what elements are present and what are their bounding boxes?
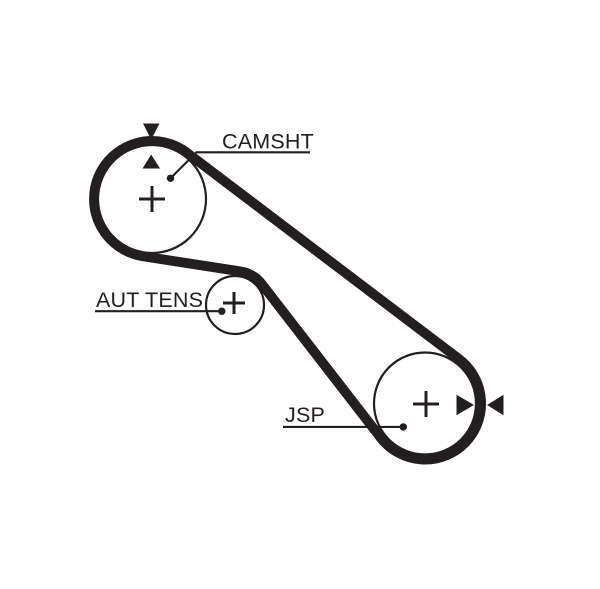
camshaft-label: CAMSHT — [222, 130, 314, 154]
jsp-center-cross-icon — [413, 391, 439, 417]
tensioner-pulley-circle — [204, 274, 266, 336]
jsp-timing-mark-triangle-left-icon — [487, 394, 504, 416]
camshaft-leader-dot — [166, 174, 175, 182]
camshaft-center-cross-icon — [139, 186, 165, 212]
jsp-leader-dot — [399, 423, 407, 431]
jsp-pulley-circle — [372, 351, 478, 456]
camshaft-timing-mark-triangle-up-icon — [142, 154, 160, 169]
tensioner-label: AUT TENS — [96, 288, 203, 312]
tensioner-center-cross-icon — [223, 292, 245, 314]
jsp-timing-mark-triangle-right-icon — [456, 394, 474, 416]
jsp-label: JSP — [285, 403, 325, 427]
timing-belt — [89, 136, 486, 465]
camshaft-timing-mark-triangle-down-icon — [143, 123, 160, 140]
camshaft-leader-line — [169, 151, 310, 180]
tensioner-leader-dot — [218, 307, 226, 315]
